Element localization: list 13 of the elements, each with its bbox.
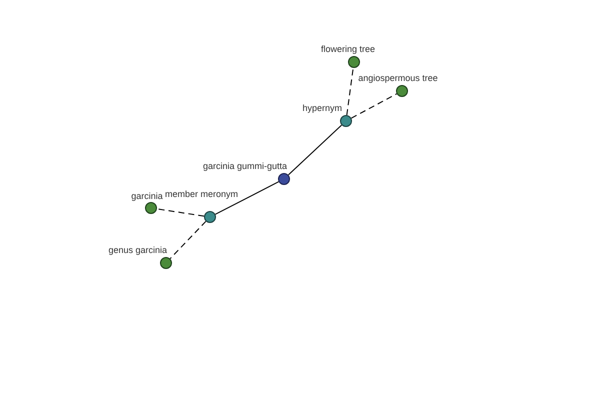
dashed-line: [350, 93, 398, 119]
node-label: member meronym: [164, 189, 238, 200]
connector-line: [288, 124, 342, 176]
connector-line: [214, 181, 280, 215]
node-label: flowering tree: [320, 44, 376, 55]
dashed-line: [156, 208, 205, 217]
node-label: genus garcinia: [108, 245, 167, 256]
node-label: angiospermous tree: [358, 73, 438, 84]
node-label: hypernym: [302, 103, 342, 114]
node-label: garcinia gummi-gutta: [202, 161, 287, 172]
dashed-line: [170, 220, 206, 260]
dashed-line: [346, 67, 354, 116]
node-label: garcinia: [131, 191, 163, 202]
